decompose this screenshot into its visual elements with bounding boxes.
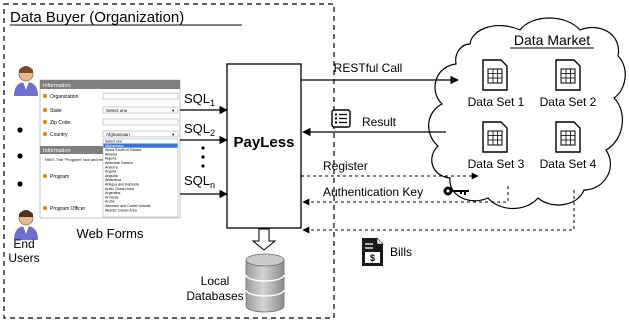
dropdown-option[interactable]: American Samoa: [105, 161, 133, 165]
dropdown-option[interactable]: Andorra: [105, 165, 118, 169]
ellipsis-dot: [17, 181, 23, 187]
dropdown-option[interactable]: Select one: [105, 140, 122, 144]
result-label: Result: [362, 115, 397, 129]
country-select-value: Afghanistan: [106, 132, 130, 137]
dropdown-option[interactable]: Aruba: [105, 200, 115, 204]
state-select-value: Select one: [106, 108, 128, 113]
country-dropdown-list[interactable]: [102, 138, 179, 218]
dropdown-option[interactable]: Albania: [105, 152, 117, 156]
info-icon: [42, 131, 48, 137]
data-buyer-boundary: [3, 3, 335, 319]
dropdown-option[interactable]: Ashmore and Cartier Islands: [105, 204, 151, 208]
form-label-zip: Zip Code: [50, 120, 71, 126]
form-label-organization: Organization: [50, 94, 79, 100]
sql-2-base: SQL: [184, 121, 210, 136]
svg-text:SQL2: SQL2: [184, 121, 215, 138]
svg-text:SQL1: SQL1: [184, 91, 215, 108]
dropdown-option[interactable]: Afghanistan: [105, 144, 124, 148]
dropdown-option[interactable]: Argentina: [105, 191, 120, 195]
sql-1-label: SQL1: [184, 91, 215, 108]
dropdown-option[interactable]: Atlantic Ocean Area: [105, 208, 137, 212]
web-forms-label: Web Forms: [77, 226, 144, 241]
info-icon: [42, 107, 48, 113]
databases-label-databases: Databases: [186, 289, 243, 303]
dropdown-option[interactable]: Angola: [105, 170, 116, 174]
restful-call-label: RESTful Call: [334, 61, 403, 75]
form-label-program-officer: Program Officer: [50, 206, 86, 212]
sql-n-base: SQL: [184, 173, 210, 188]
info-icon: [42, 173, 48, 179]
bills-arrow: [302, 190, 575, 234]
form-label-country: Country: [50, 132, 68, 138]
ellipsis-dot: [17, 153, 23, 159]
dropdown-highlight: [103, 143, 178, 148]
authentication-key-arrow: [302, 186, 509, 206]
data-set-4-icon: [555, 121, 581, 153]
sql-n-label: SQLn: [184, 173, 215, 190]
sql-2-sub: 2: [210, 128, 215, 138]
data-set-1-label: Data Set 1: [468, 95, 525, 109]
user-icon: [14, 66, 38, 96]
form-header-2-label: Information: [43, 148, 71, 154]
data-market-title: Data Market: [514, 32, 590, 48]
list-icon: [331, 109, 351, 128]
sql-1-base: SQL: [184, 91, 210, 106]
web-form-screenshot: Information Organization State Select on…: [39, 79, 181, 219]
svg-text:SQLn: SQLn: [184, 173, 215, 190]
database-icon: [245, 253, 285, 313]
data-set-3-label: Data Set 3: [468, 157, 525, 171]
chevron-down-icon: ▾: [172, 108, 175, 113]
form-header-2: [40, 146, 103, 154]
data-set-3-icon: [482, 121, 508, 153]
organization-field[interactable]: [102, 92, 179, 100]
form-hint-text: HINT: The "Program" box and reference na…: [45, 157, 149, 162]
payless-label: PayLess: [234, 134, 295, 151]
ellipsis-dot: [201, 164, 205, 168]
svg-text:$: $: [370, 253, 375, 263]
form-header-label: Information: [43, 83, 71, 89]
ellipsis-dot: [201, 146, 205, 150]
bills-label: Bills: [390, 245, 412, 259]
dropdown-option[interactable]: Antarctica: [105, 178, 121, 182]
form-hint: HINT: The "Program" box and reference na…: [45, 157, 149, 162]
zip-field[interactable]: [102, 118, 179, 126]
payless-box: [226, 63, 302, 229]
ellipsis-dot: [201, 155, 205, 159]
sql-1-sub: 1: [210, 98, 215, 108]
country-select[interactable]: [102, 130, 179, 138]
bill-icon: $: [362, 237, 384, 266]
data-buyer-title: Data Buyer (Organization): [10, 9, 184, 26]
hollow-down-arrow: [251, 228, 277, 251]
data-set-2-label: Data Set 2: [540, 95, 597, 109]
info-icon: [42, 93, 48, 99]
dropdown-option[interactable]: Algeria: [105, 157, 116, 161]
info-icon: [42, 205, 48, 211]
data-set-2-icon: [555, 59, 581, 91]
users-label-users: Users: [8, 251, 39, 265]
dropdown-option[interactable]: Arctic Ocean Area: [105, 187, 134, 191]
sql-n-sub: n: [210, 180, 215, 190]
state-select[interactable]: [102, 106, 179, 114]
data-set-4-label: Data Set 4: [540, 157, 597, 171]
dropdown-option[interactable]: Anguilla: [105, 174, 118, 178]
chevron-down-icon: ▾: [172, 132, 175, 137]
users-label-end: End: [13, 237, 34, 251]
form-label-program: Program: [50, 174, 69, 180]
dropdown-option[interactable]: Antigua and Barbuda: [105, 183, 139, 187]
form-label-state: State: [50, 108, 62, 114]
form-header: [40, 80, 180, 89]
sql-2-label: SQL2: [184, 121, 215, 138]
data-set-1-icon: [482, 59, 508, 91]
register-label: Register: [323, 159, 368, 173]
key-icon: [443, 186, 469, 196]
user-icon: [14, 210, 38, 240]
info-icon: [42, 119, 48, 125]
authentication-key-label: Authentication Key: [323, 185, 423, 199]
ellipsis-dot: [17, 127, 23, 133]
databases-label-local: Local: [201, 274, 230, 288]
dropdown-option[interactable]: Armenia: [105, 195, 118, 199]
dropdown-option[interactable]: Africa South of Sahara: [105, 148, 141, 152]
